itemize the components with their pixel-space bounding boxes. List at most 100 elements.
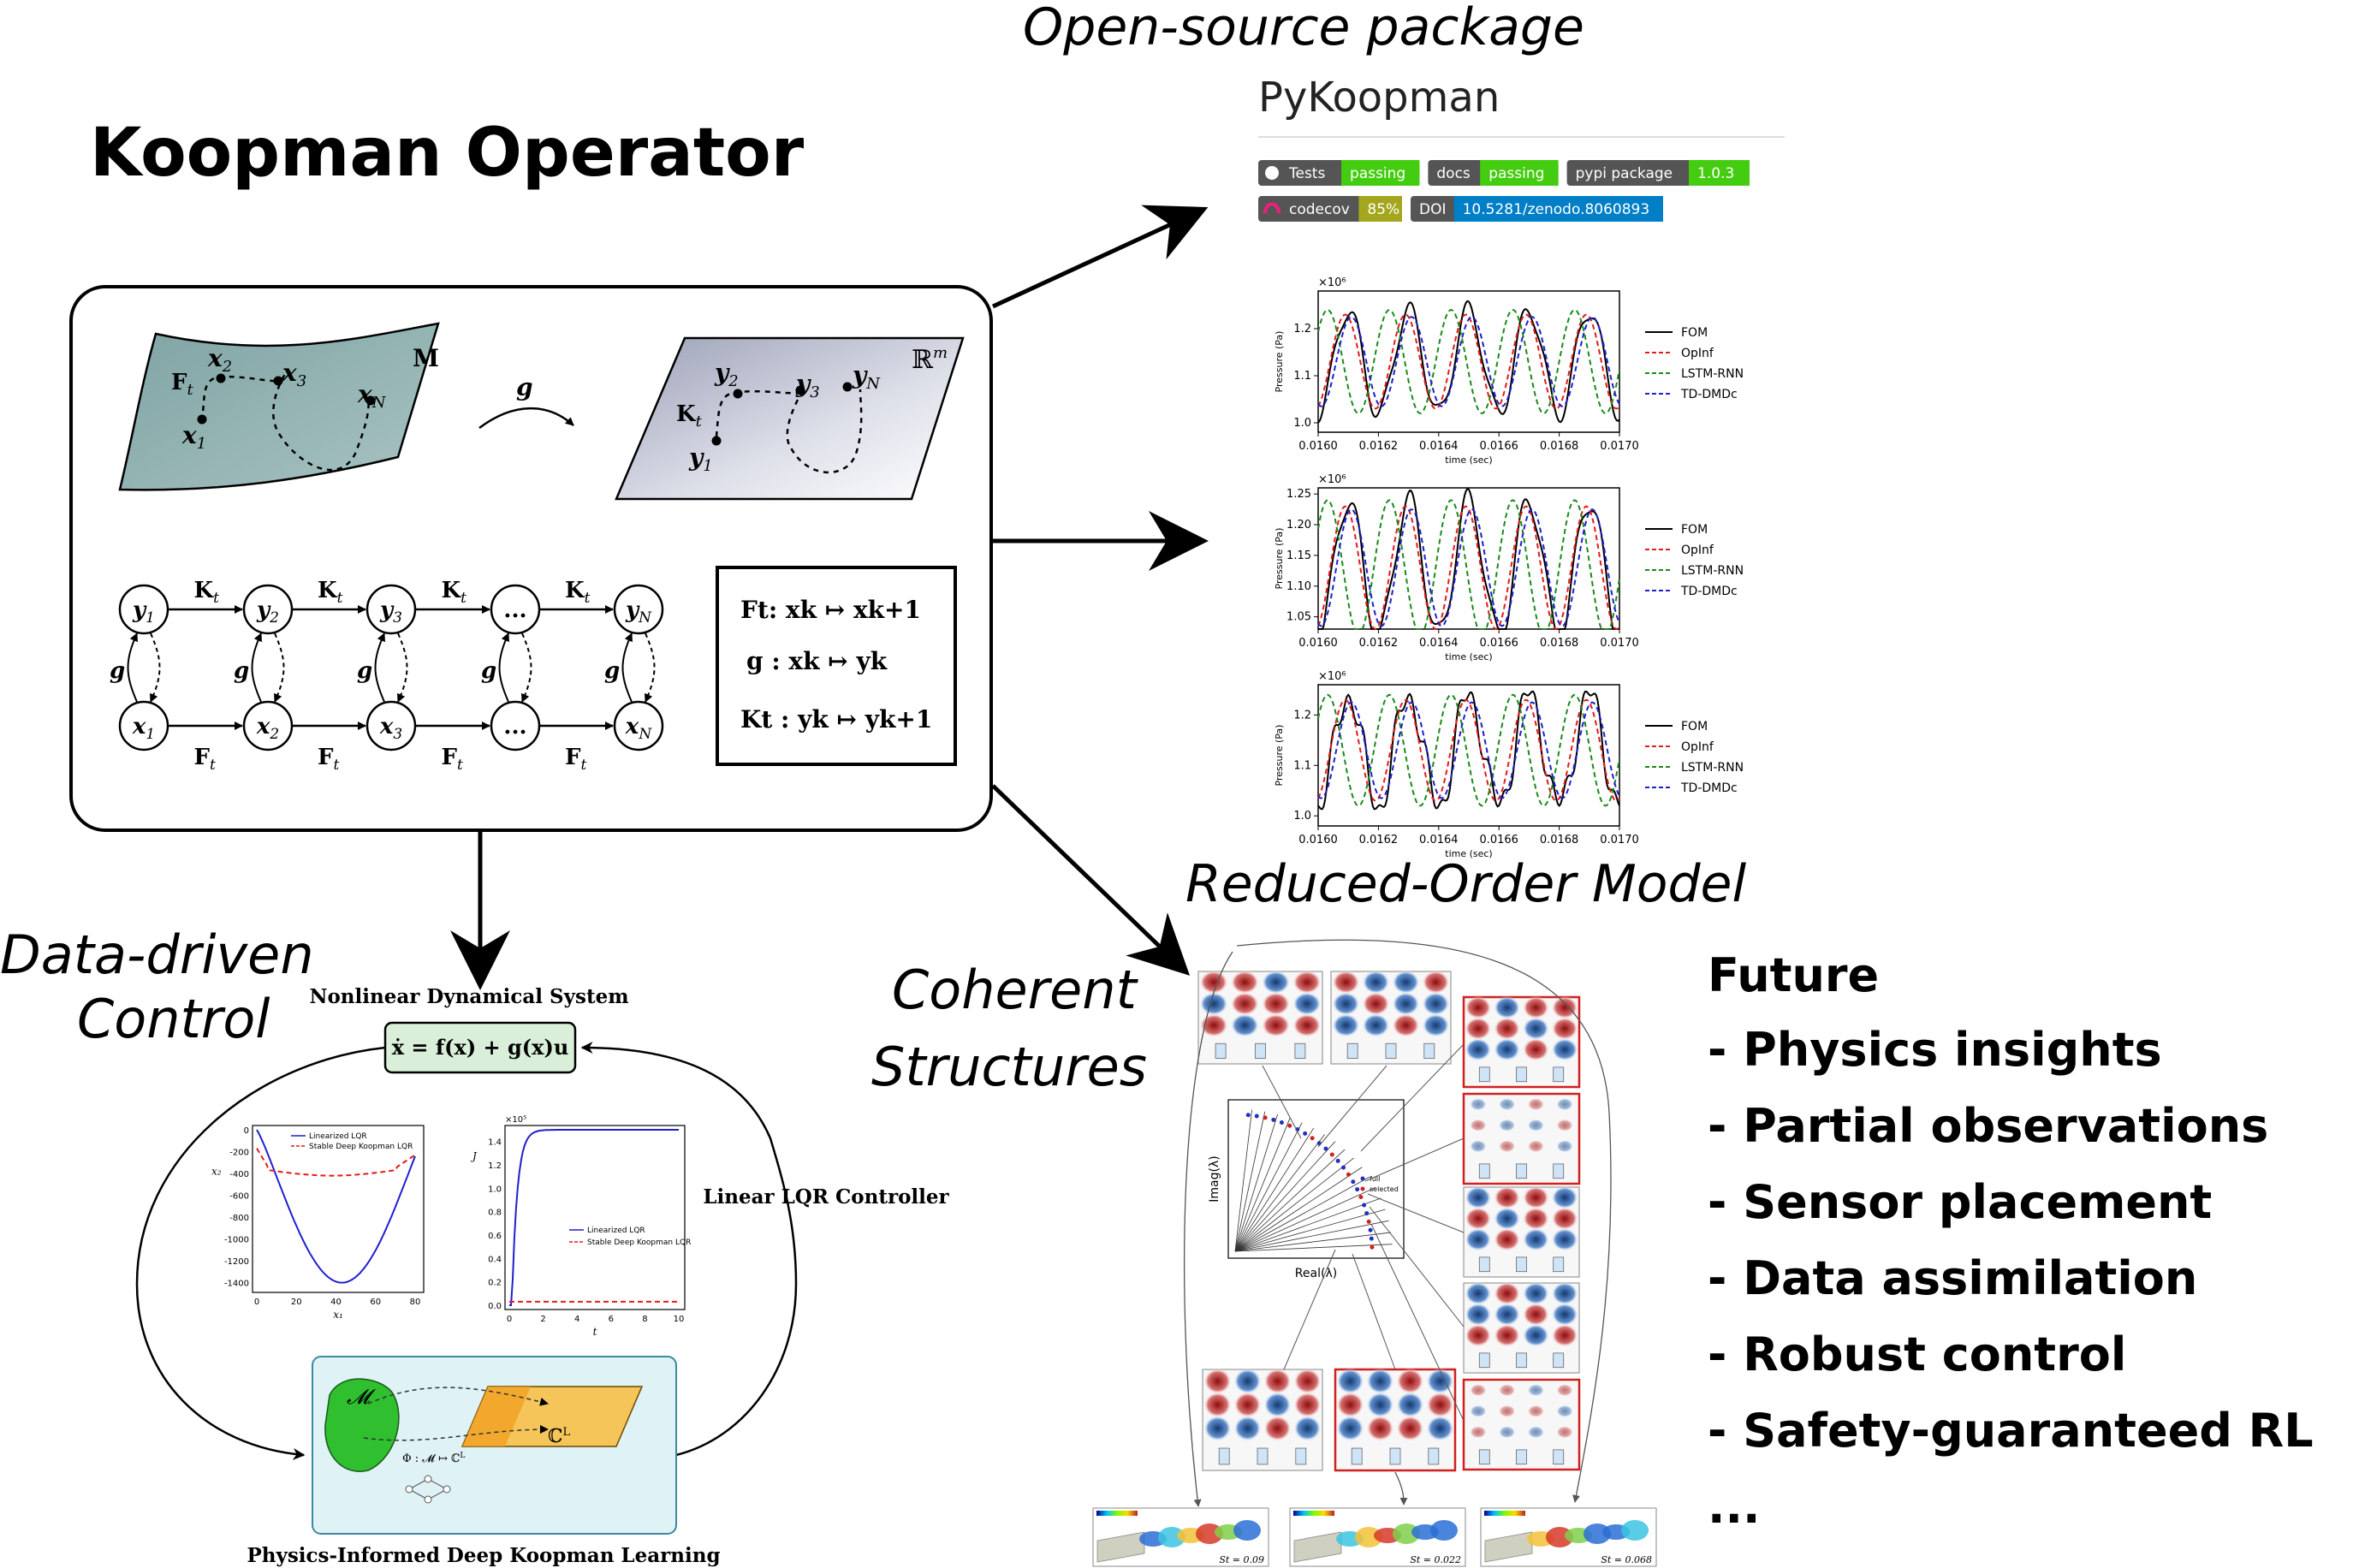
plot1-ytick: -800 [229,1214,249,1223]
chain-g-label: g [110,658,125,684]
map-g-label: g [516,373,533,401]
learning-label: Physics-Informed Deep Koopman Learning [247,1544,720,1567]
chain-g-arrow [127,633,138,703]
plot1-xtick: 80 [410,1298,421,1307]
loop-arrow-right [580,1042,798,1457]
chain-label-y: y2 [256,597,279,627]
rom-ytick-label: 1.2 [1293,323,1311,336]
eigen-ylabel: Imag(λ) [1208,1155,1221,1202]
mode-connector [1364,1137,1465,1182]
eigenvalue-point [1368,1227,1373,1232]
plot2-ytick: 0.4 [488,1255,502,1264]
vortex-render: St = 0.022 [1289,1507,1466,1567]
plot2-xtick: 4 [574,1315,579,1324]
chain-K-label: Kt [194,578,220,607]
chain-g-arrow [251,633,262,703]
future-item: - Robust control [1708,1327,2126,1381]
st-connector [1183,951,1233,1507]
koopman-operator-title: Koopman Operator [90,115,805,192]
plot1-ytick: -1200 [224,1257,249,1267]
rom-xtick-label: 0.0168 [1540,834,1579,846]
eigen-ray [1234,1220,1389,1252]
rom-xtick-label: 0.0164 [1419,440,1459,453]
rom-series-TD-DMDc [1317,508,1620,627]
future-item: - Partial observations [1708,1099,2268,1153]
plot2-xtick: 8 [642,1315,647,1324]
point-y1 [711,436,722,446]
rom-exponent: ×10⁶ [1318,670,1346,683]
definition-F: Ft: xk ↦ xk+1 [740,596,921,624]
pykoopman-title: PyKoopman [1258,74,1500,122]
rom-xtick-label: 0.0160 [1298,834,1338,846]
vortex-render: St = 0.09 [1092,1507,1269,1567]
mode-connector [1369,1206,1465,1327]
loop-arrow-left [135,1046,386,1460]
eigen-ray [1234,1232,1392,1252]
rom-xlabel: time (sec) [1445,651,1492,662]
plot1-ytick: -1000 [224,1236,249,1245]
chain-g-arrow [621,633,633,703]
badge-value-bg [1480,160,1559,186]
mode-tile [1330,970,1452,1065]
label-y1-space: y1 [688,443,713,475]
eigen-legend-label: selected [1370,1185,1399,1193]
badge-value: 1.0.3 [1697,165,1734,182]
inset-manifold [324,1378,400,1472]
mode-connector [1317,1065,1387,1148]
eigenvalue-point [1329,1152,1334,1157]
controller-label: Linear LQR Controller [703,1185,949,1209]
structures-heading: Structures [871,1036,1147,1098]
rom-xtick-label: 0.0168 [1540,637,1579,650]
control-panel: Nonlinear Dynamical System ẋ = f(x) + g(… [135,985,950,1567]
rom-legend-label: OpInf [1681,543,1714,557]
eigen-xlabel: Real(λ) [1295,1267,1337,1280]
inset-network [405,1475,451,1504]
rom-exponent: ×10⁶ [1318,473,1346,486]
inset-C-label: ℂL [548,1426,571,1447]
chain-label-y: y3 [379,597,402,627]
inset-map-label: Φ : 𝓜 ↦ ℂL [402,1452,465,1465]
badge-value-bg [1358,196,1402,222]
point-y3 [795,385,805,395]
point-x1 [197,414,207,425]
plot2-ytick: 1.4 [488,1138,502,1148]
rom-xtick-label: 0.0164 [1419,637,1459,650]
chain-F-label: Ft [318,745,339,774]
rom-ytick-label: 1.25 [1286,488,1311,501]
plot2-legend-label: Linearized LQR [587,1226,645,1235]
eigenvalue-point [1346,1172,1351,1177]
point-y2 [733,389,743,399]
rom-ytick-label: 1.15 [1286,549,1311,562]
eigen-ray [1234,1134,1325,1252]
rom-ylabel: Pressure (Pa) [1274,331,1285,393]
future-item: - Physics insights [1708,1023,2162,1077]
rom-ytick-label: 1.1 [1293,759,1311,772]
eigen-ray [1234,1149,1346,1252]
eigen-ray [1234,1186,1376,1252]
eigen-legend-marker [1360,1186,1365,1191]
eigen-ray [1234,1118,1291,1252]
eigenvalue-point [1245,1113,1251,1118]
eigenvalue-point [1263,1115,1268,1120]
eigenvalue-point [1364,1211,1370,1216]
rom-xtick-label: 0.0162 [1359,440,1399,453]
definition-K: Kt : yk ↦ yk+1 [740,705,932,734]
rom-ytick-label: 1.10 [1286,580,1311,593]
definition-g: g : xk ↦ yk [746,647,888,675]
mode-connector [1360,1043,1465,1152]
label-x3-manifold: x3 [282,359,306,390]
rom-legend-label: LSTM-RNN [1681,367,1744,381]
chain-label-y: y1 [132,597,155,627]
strouhal-label: St = 0.022 [1410,1554,1461,1565]
rom-ytick-label: 1.2 [1293,709,1311,722]
plot1-xlabel: x₁ [333,1309,343,1321]
rom-series-LSTM-RNN [1317,693,1620,807]
point-yN [842,382,853,392]
badge-value-bg [1453,196,1663,222]
chain-g-label: g [234,658,249,684]
